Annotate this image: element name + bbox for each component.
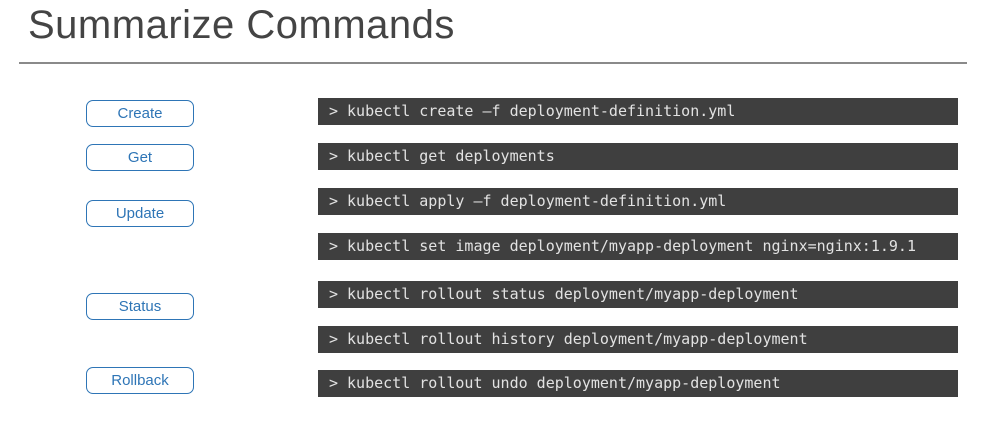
terminal-command-set-image: > kubectl set image deployment/myapp-depl…	[318, 233, 958, 260]
command-text: kubectl rollout undo deployment/myapp-de…	[347, 374, 781, 392]
command-text: kubectl rollout history deployment/myapp…	[347, 330, 808, 348]
terminal-command-rollout-history: > kubectl rollout history deployment/myap…	[318, 326, 958, 353]
create-button[interactable]: Create	[86, 100, 194, 127]
status-button[interactable]: Status	[86, 293, 194, 320]
command-text: kubectl set image deployment/myapp-deplo…	[347, 237, 916, 255]
rollback-button[interactable]: Rollback	[86, 367, 194, 394]
prompt-symbol: >	[329, 237, 339, 255]
command-text: kubectl rollout status deployment/myapp-…	[347, 285, 799, 303]
prompt-symbol: >	[329, 374, 339, 392]
prompt-symbol: >	[329, 102, 339, 120]
terminal-command-rollout-status: > kubectl rollout status deployment/myapp…	[318, 281, 958, 308]
get-button[interactable]: Get	[86, 144, 194, 171]
prompt-symbol: >	[329, 147, 339, 165]
prompt-symbol: >	[329, 330, 339, 348]
prompt-symbol: >	[329, 285, 339, 303]
command-text: kubectl get deployments	[347, 147, 555, 165]
title-divider	[19, 62, 967, 64]
page-title: Summarize Commands	[28, 3, 455, 47]
command-text: kubectl apply –f deployment-definition.y…	[347, 192, 727, 210]
terminal-command-create: > kubectl create –f deployment-definition…	[318, 98, 958, 125]
terminal-command-apply: > kubectl apply –f deployment-definition.…	[318, 188, 958, 215]
prompt-symbol: >	[329, 192, 339, 210]
terminal-command-get: > kubectl get deployments	[318, 143, 958, 170]
terminal-command-rollout-undo: > kubectl rollout undo deployment/myapp-d…	[318, 370, 958, 397]
update-button[interactable]: Update	[86, 200, 194, 227]
command-text: kubectl create –f deployment-definition.…	[347, 102, 736, 120]
